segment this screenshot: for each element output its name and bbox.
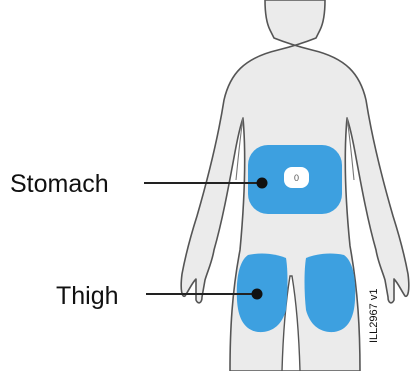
figure-code: ILL2967 v1 bbox=[368, 289, 380, 343]
right-thigh-zone bbox=[305, 254, 356, 333]
thigh-label: Thigh bbox=[56, 282, 119, 310]
stomach-label: Stomach bbox=[10, 170, 109, 198]
navel-text: 0 bbox=[294, 173, 299, 183]
thigh-site-dot bbox=[252, 289, 263, 300]
stomach-site-dot bbox=[257, 178, 268, 189]
